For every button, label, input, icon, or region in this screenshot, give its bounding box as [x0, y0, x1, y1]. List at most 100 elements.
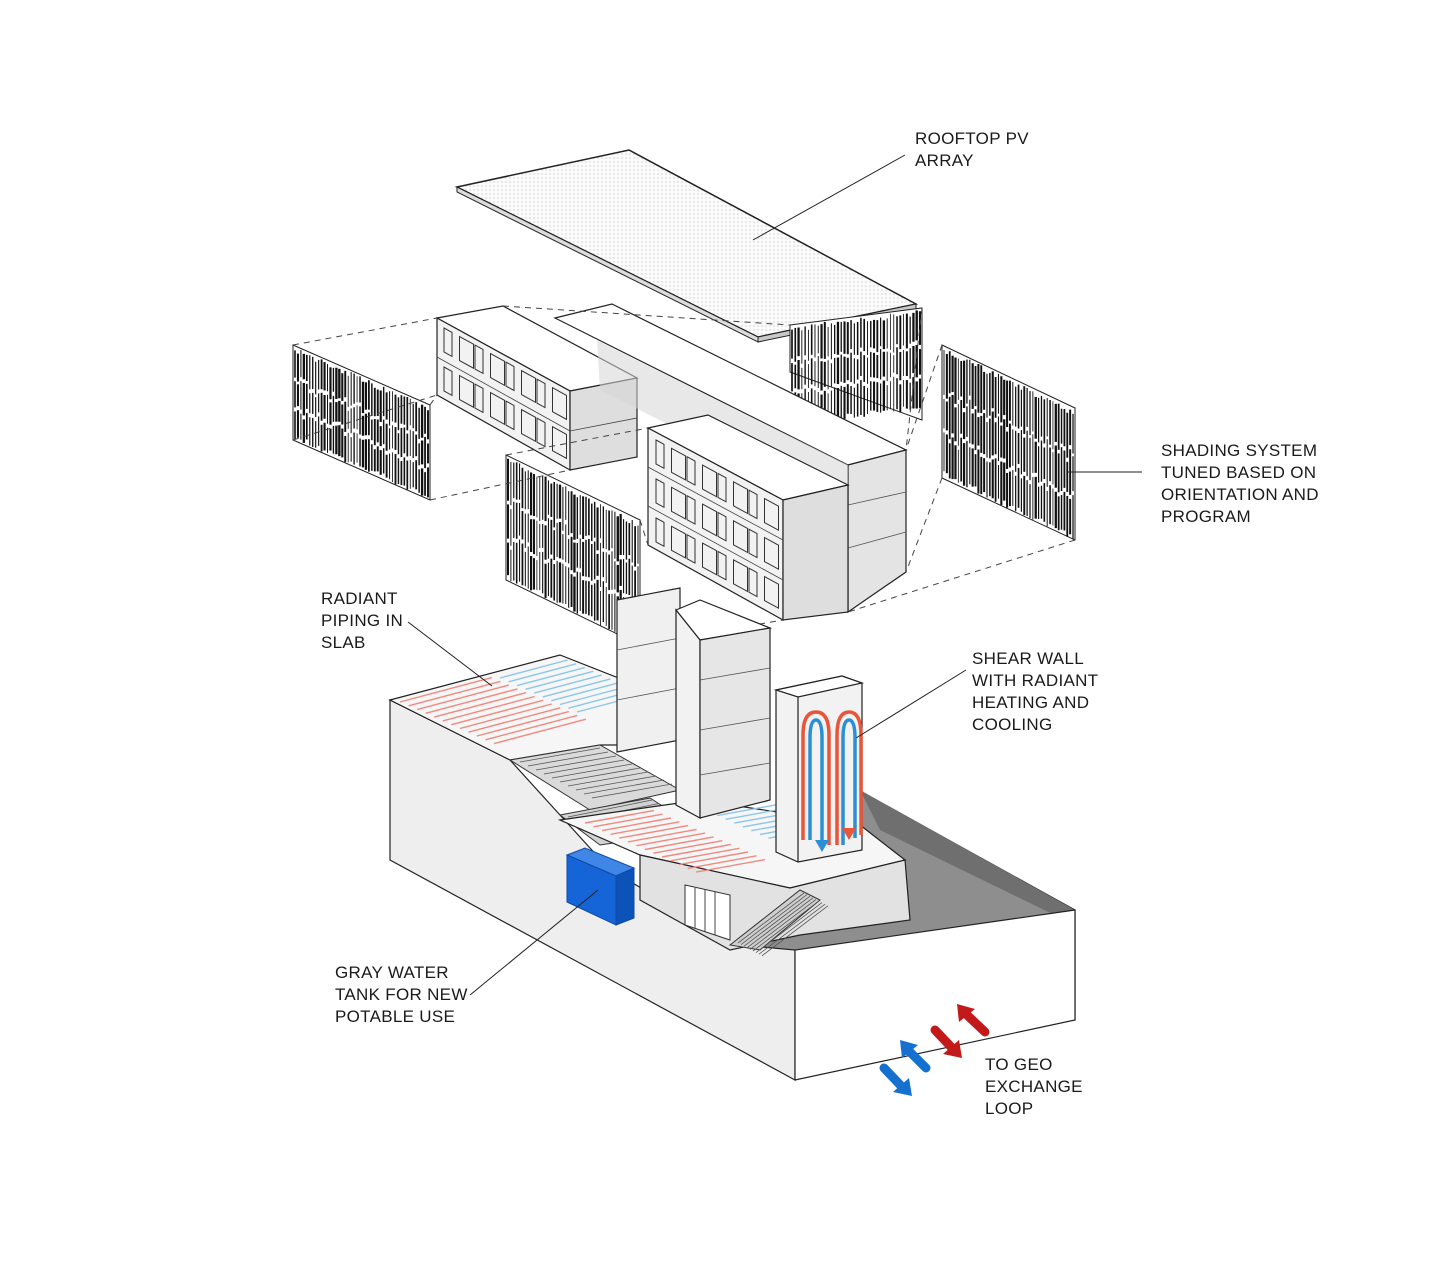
shear-wall — [773, 675, 865, 863]
stair-tread — [761, 905, 829, 957]
stair-tread — [551, 763, 633, 779]
label-line: SHEAR WALL — [972, 649, 1084, 668]
window — [490, 391, 505, 426]
shading-screen-east — [941, 344, 1076, 541]
stair-tread — [543, 759, 625, 775]
leader-lines — [407, 154, 1142, 996]
down-arrow-icon — [930, 1025, 962, 1058]
gray-water-tank — [565, 847, 636, 926]
window — [459, 374, 474, 409]
shading-screen-south — [505, 454, 641, 646]
upper-volume-west — [435, 305, 639, 472]
label-line: POTABLE USE — [335, 1007, 456, 1026]
down-arrow-icon — [815, 840, 829, 852]
label-line: RADIANT — [321, 589, 398, 608]
label-line: COOLING — [972, 715, 1053, 734]
shading-screen-west — [292, 344, 431, 501]
stair-tread — [583, 779, 665, 795]
stair-tread — [535, 755, 617, 771]
label-line: PROGRAM — [1161, 507, 1251, 526]
label-line: SHADING SYSTEM — [1161, 441, 1318, 460]
window — [655, 478, 665, 509]
window — [764, 575, 779, 609]
label-shading-system: SHADING SYSTEM TUNED BASED ON ORIENTATIO… — [1161, 440, 1319, 528]
window — [702, 503, 717, 537]
stair-tread — [575, 775, 657, 791]
stair-tread — [591, 783, 673, 799]
window — [655, 439, 665, 470]
stair-tread — [746, 897, 814, 949]
stair-tread — [758, 903, 826, 955]
label-line: ROOFTOP PV — [915, 129, 1029, 148]
label-line: EXCHANGE — [985, 1077, 1083, 1096]
window — [686, 533, 696, 564]
shading-screen-north — [789, 307, 923, 425]
radiant-pipe-run — [584, 809, 766, 873]
window — [748, 567, 758, 598]
down-arrow-icon — [842, 828, 856, 840]
window — [733, 559, 748, 593]
window — [748, 489, 758, 520]
stair-tread — [567, 771, 649, 787]
window — [686, 494, 696, 525]
rooftop-pv-array — [454, 149, 919, 343]
stair-tread — [755, 902, 823, 953]
label-line: TO GEO — [985, 1055, 1053, 1074]
window — [686, 455, 696, 486]
radiant-pipe-run — [499, 659, 645, 713]
structural-core-west — [616, 587, 681, 753]
window — [505, 400, 515, 431]
geo-exchange-arrows — [879, 1004, 990, 1096]
label-gray-water-tank: GRAY WATER TANK FOR NEW POTABLE USE — [335, 962, 468, 1028]
window — [459, 335, 474, 370]
window — [702, 542, 717, 576]
label-line: PIPING IN — [321, 611, 404, 630]
window — [717, 511, 727, 542]
stair-tread — [749, 899, 817, 950]
window — [671, 525, 686, 559]
window — [655, 517, 665, 548]
window — [702, 464, 717, 498]
radiant-pipe-run — [399, 676, 587, 745]
label-line: WITH RADIANT — [972, 671, 1099, 690]
window — [474, 383, 484, 414]
window — [552, 386, 567, 421]
up-arrow-icon — [900, 1040, 931, 1073]
down-arrow-icon — [879, 1063, 912, 1096]
label-line: LOOP — [985, 1099, 1034, 1118]
window — [474, 344, 484, 375]
window — [764, 536, 779, 570]
stair-tread — [743, 895, 811, 947]
label-shear-wall: SHEAR WALL WITH RADIANT HEATING AND COOL… — [972, 648, 1098, 736]
label-geo-exchange: TO GEO EXCHANGE LOOP — [985, 1054, 1083, 1120]
up-arrow-icon — [957, 1004, 990, 1037]
label-line: SLAB — [321, 633, 366, 652]
stair-tread — [527, 751, 609, 767]
window — [748, 528, 758, 559]
window — [733, 520, 748, 554]
stair-tread — [559, 767, 641, 783]
upper-volume-east — [646, 414, 850, 622]
stair-tread — [519, 747, 601, 763]
window — [505, 361, 515, 392]
window — [671, 447, 686, 481]
structural-core-central — [675, 599, 773, 820]
window — [536, 417, 546, 448]
label-line: TUNED BASED ON — [1161, 463, 1317, 482]
window — [764, 497, 779, 531]
label-line: GRAY WATER — [335, 963, 449, 982]
stair-tread — [740, 894, 808, 945]
window — [521, 408, 536, 443]
label-line: ORIENTATION AND — [1161, 485, 1319, 504]
window — [443, 327, 453, 358]
label-radiant-piping: RADIANT PIPING IN SLAB — [321, 588, 403, 654]
window — [536, 378, 546, 409]
stair-tread — [567, 799, 653, 818]
window — [521, 369, 536, 404]
window — [717, 472, 727, 503]
label-rooftop-pv-array: ROOFTOP PV ARRAY — [915, 128, 1029, 172]
window — [733, 481, 748, 515]
label-line: HEATING AND — [972, 693, 1090, 712]
window — [552, 425, 567, 460]
